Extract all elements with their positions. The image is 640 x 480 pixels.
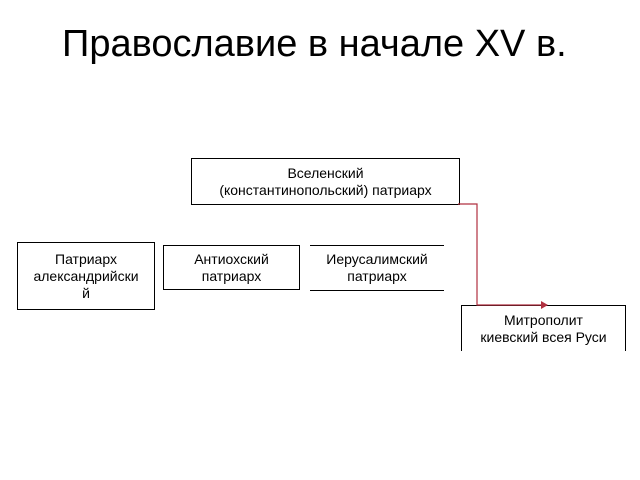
- jerusalem-patriarch-box: Иерусалимский патриарх: [310, 245, 444, 291]
- alexandria-patriarch-line1: Патриарх: [55, 250, 117, 267]
- antioch-patriarch-line2: патриарх: [201, 267, 262, 284]
- jerusalem-patriarch-line2: патриарх: [347, 268, 407, 284]
- page-title: Православие в начале XV в.: [62, 23, 567, 65]
- ecumenical-patriarch-line2: (константинопольский) патриарх: [219, 181, 432, 198]
- antioch-patriarch-line1: Антиохский: [194, 250, 269, 267]
- alexandria-patriarch-line2: александрийски: [33, 267, 139, 284]
- alexandria-patriarch-box: Патриарх александрийски й: [17, 242, 155, 310]
- kiev-metropolitan-box: Митрополит киевский всея Руси: [461, 305, 626, 351]
- jerusalem-patriarch-line1: Иерусалимский: [326, 251, 428, 267]
- antioch-patriarch-box: Антиохский патриарх: [163, 245, 300, 290]
- ecumenical-patriarch-line1: Вселенский: [287, 164, 364, 181]
- connector-line: [458, 203, 541, 306]
- ecumenical-patriarch-box: Вселенский (константинопольский) патриар…: [191, 158, 460, 205]
- kiev-metropolitan-line2: киевский всея Руси: [480, 328, 607, 345]
- alexandria-patriarch-line3: й: [82, 284, 90, 301]
- kiev-metropolitan-line1: Митрополит: [504, 311, 583, 328]
- connector-arrowhead: [541, 301, 548, 309]
